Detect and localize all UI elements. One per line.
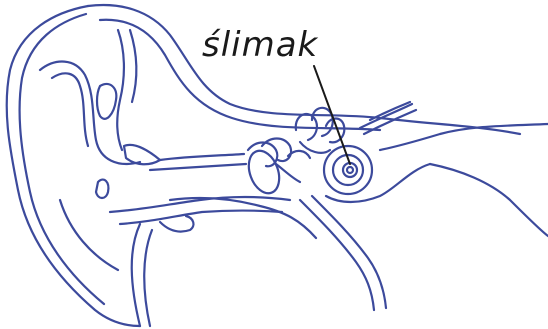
cochlea-label: ślimak bbox=[202, 25, 319, 65]
label-group: ślimak bbox=[202, 25, 350, 164]
